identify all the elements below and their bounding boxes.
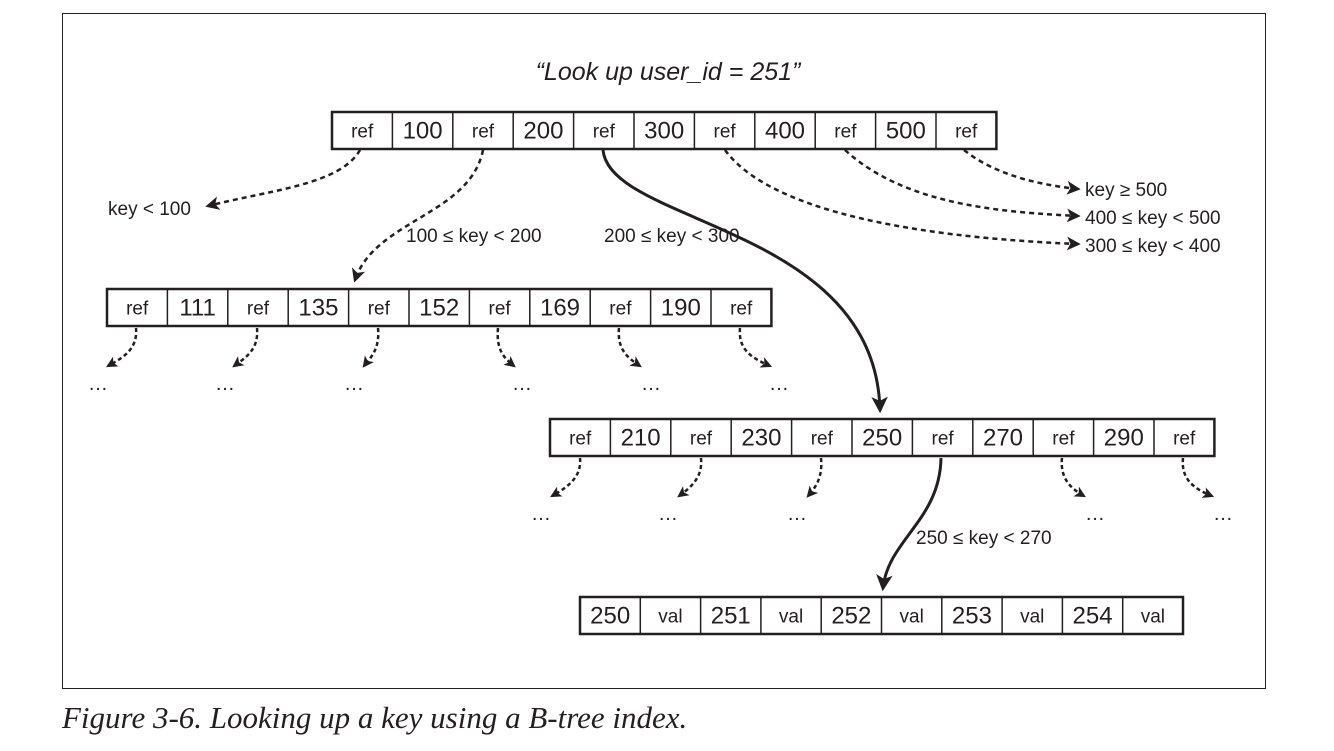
arrow-right-ref2	[806, 457, 823, 498]
arrow-root-ref3	[723, 149, 1081, 251]
arrow-root-ref4	[844, 149, 1081, 223]
page-key-cell: 290	[1104, 425, 1144, 452]
ellipsis: …	[512, 373, 532, 395]
page-ref-cell: ref	[714, 122, 737, 143]
range-400-500: 400 ≤ key < 500	[1085, 208, 1221, 229]
arrow-left-ref4	[617, 327, 642, 368]
lookup-query: “Look up user_id = 251”	[536, 58, 802, 86]
page-key-cell: 210	[621, 425, 661, 452]
range-300-400: 300 ≤ key < 400	[1085, 236, 1221, 257]
arrow-left-ref0	[106, 327, 138, 368]
arrow-left-ref3	[496, 327, 516, 368]
ellipsis: …	[769, 373, 789, 395]
figure-frame	[62, 13, 1266, 689]
page-key-cell: 152	[419, 295, 459, 322]
page-ref-cell: ref	[593, 122, 616, 143]
page-key-cell: 135	[298, 295, 338, 322]
page-key-cell: 250	[590, 603, 630, 630]
page-key-cell: 500	[886, 118, 926, 145]
root-page: ref 100 ref 200 ref 300 ref 400 ref 500 ref	[330, 110, 998, 151]
level2-left-page: ref 111 ref 135 ref 152 ref 169 ref 190 ref	[105, 287, 773, 328]
page-ref-cell: ref	[569, 429, 592, 450]
page-ref-cell: ref	[955, 122, 978, 143]
arrow-right-ref0	[550, 457, 582, 498]
page-key-cell: 400	[765, 118, 805, 145]
page-value-cell: val	[658, 607, 682, 628]
page-key-cell: 250	[862, 425, 902, 452]
ellipsis: …	[88, 373, 108, 395]
page-ref-cell: ref	[1173, 429, 1196, 450]
page-ref-cell: ref	[247, 299, 270, 320]
page-border	[330, 110, 998, 151]
page-key-cell: 190	[661, 295, 701, 322]
arrow-right-ref4	[1060, 457, 1086, 498]
range-200-300: 200 ≤ key < 300	[604, 226, 740, 247]
page-key-cell: 253	[952, 603, 992, 630]
page-key-cell: 251	[711, 603, 751, 630]
page-key-cell: 100	[403, 118, 443, 145]
arrows	[106, 149, 1215, 592]
page-ref-cell: ref	[834, 122, 857, 143]
page-ref-cell: ref	[811, 429, 834, 450]
arrow-right-ref3-solid	[876, 457, 943, 592]
ellipsis: …	[531, 503, 551, 525]
arrow-left-ref1	[232, 327, 259, 368]
ellipsis: …	[215, 373, 235, 395]
page-ref-cell: ref	[730, 299, 753, 320]
ellipsis: …	[1085, 503, 1105, 525]
ellipses: … … … … … … … … … … …	[88, 373, 1233, 525]
range-labels: key < 100 100 ≤ key < 200 200 ≤ key < 30…	[108, 180, 1221, 549]
page-ref-cell: ref	[489, 299, 512, 320]
page-key-cell: 111	[179, 295, 215, 322]
page-key-cell: 270	[983, 425, 1023, 452]
page-ref-cell: ref	[351, 122, 374, 143]
range-250-270: 250 ≤ key < 270	[916, 528, 1052, 549]
page-ref-cell: ref	[368, 299, 391, 320]
leaf-page: 250 val 251 val 252 val 253 val 254 val	[578, 595, 1185, 636]
arrow-right-ref1	[677, 457, 703, 498]
figure-caption: Figure 3-6. Looking up a key using a B-t…	[62, 700, 688, 735]
ellipsis: …	[344, 373, 364, 395]
page-value-cell: val	[779, 607, 803, 628]
arrow-root-ref0	[205, 149, 362, 210]
page-key-cell: 252	[831, 603, 871, 630]
arrow-root-ref5	[963, 149, 1081, 195]
arrow-left-ref5	[738, 327, 773, 368]
page-value-cell: val	[1141, 607, 1165, 628]
arrow-right-ref5	[1181, 457, 1215, 498]
page-ref-cell: ref	[472, 122, 495, 143]
page-key-cell: 254	[1073, 603, 1113, 630]
page-border	[105, 287, 773, 328]
range-key-lt-100: key < 100	[108, 199, 191, 220]
ellipsis: …	[641, 373, 661, 395]
page-ref-cell: ref	[932, 429, 955, 450]
page-key-cell: 300	[644, 118, 684, 145]
page-key-cell: 200	[523, 118, 563, 145]
page-ref-cell: ref	[126, 299, 149, 320]
arrow-root-ref1	[351, 149, 485, 283]
page-value-cell: val	[1020, 607, 1044, 628]
page-ref-cell: ref	[1052, 429, 1075, 450]
ellipsis: …	[658, 503, 678, 525]
ellipsis: …	[787, 503, 807, 525]
page-ref-cell: ref	[690, 429, 713, 450]
arrow-left-ref2	[362, 327, 380, 368]
range-key-ge-500: key ≥ 500	[1085, 180, 1167, 201]
range-100-200: 100 ≤ key < 200	[406, 226, 542, 247]
page-border	[548, 417, 1216, 458]
arrow-root-ref2-solid	[601, 149, 888, 414]
page-ref-cell: ref	[609, 299, 632, 320]
page-value-cell: val	[900, 607, 924, 628]
page-key-cell: 169	[540, 295, 580, 322]
page-key-cell: 230	[741, 425, 781, 452]
level2-right-page: ref 210 ref 230 ref 250 ref 270 ref 290 ref	[548, 417, 1216, 458]
ellipsis: …	[1213, 503, 1233, 525]
